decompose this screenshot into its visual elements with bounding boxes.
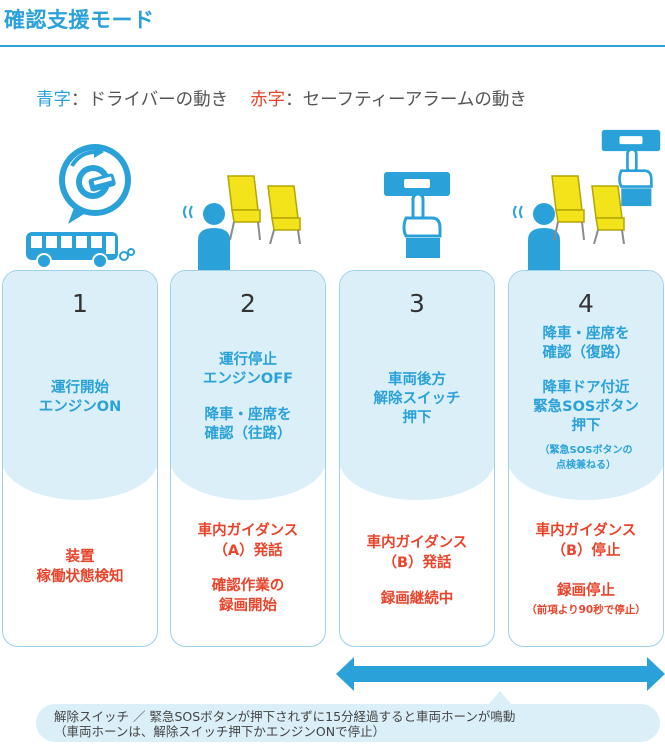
push-switch-icon (601, 129, 661, 207)
driver-action-line: 押下 (402, 410, 432, 426)
step-number: 4 (578, 289, 594, 318)
bus-icon (26, 232, 135, 269)
driver-icon (513, 203, 560, 270)
alarm-action-line: 録画停止 (557, 583, 615, 599)
step-card-4: 4 降車・座席を 確認（復路） 降車ドア付近 緊急SOSボタン 押下 （緊急SO… (508, 270, 664, 647)
engine-key-icon (59, 144, 131, 224)
legend-blue-desc: ：ドライバーの動き (71, 90, 229, 110)
step-card-3: 3 車両後方 解除スイッチ 押下 車内ガイダンス （B）発話 録画継続中 (339, 270, 495, 647)
alarm-action-line: 装置 (65, 549, 95, 565)
double-arrow-icon (336, 657, 665, 691)
driver-action-line: 降車・座席を (204, 407, 292, 423)
alarm-action-line: （B）停止 (551, 543, 621, 559)
alarm-action-line: 確認作業の (211, 578, 285, 594)
footer-note: 解除スイッチ ／ 緊急SOSボタンが押下されずに15分経過すると車両ホーンが鳴動… (36, 691, 660, 742)
driver-section (340, 271, 494, 500)
alarm-action-line: （B）発話 (382, 555, 452, 571)
alarm-action-line: 車内ガイダンス (366, 535, 468, 551)
seats-icon (551, 175, 625, 244)
driver-action-line: 確認（往路） (204, 426, 292, 442)
driver-action-line: 確認（復路） (542, 345, 630, 361)
driver-action-line: 押下 (571, 418, 601, 434)
driver-icon (183, 203, 230, 270)
push-switch-icon (384, 172, 450, 258)
driver-action: 降車・座席を 確認（復路） (509, 325, 663, 363)
driver-note-line: （緊急SOSボタンの (539, 445, 633, 456)
alarm-action: 録画停止 (509, 581, 663, 601)
driver-section (171, 271, 325, 500)
footer-note-text: 解除スイッチ ／ 緊急SOSボタンが押下されずに15分経過すると車両ホーンが鳴動… (54, 709, 515, 739)
driver-action-line: 車両後方 (388, 372, 446, 388)
seats-icon (227, 175, 301, 244)
driver-note-line: 点検兼ねる） (556, 460, 616, 471)
driver-action-line: 降車ドア付近 (542, 380, 630, 396)
driver-action-line: 解除スイッチ (373, 391, 461, 407)
alarm-note: （前項より90秒で停止） (526, 604, 646, 616)
legend-blue-term: 青字 (36, 90, 71, 110)
driver-action: 運行開始 エンジンON (3, 379, 157, 417)
driver-action-line: 運行停止 (219, 352, 277, 368)
driver-action: 車両後方 解除スイッチ 押下 (340, 371, 494, 428)
driver-action-line: 降車・座席を (542, 326, 630, 342)
driver-action: 運行停止 エンジンOFF (171, 351, 325, 389)
alarm-action-line: （A）発話 (213, 543, 283, 559)
driver-action-line: 緊急SOSボタン (533, 399, 639, 415)
legend: 青字：ドライバーの動き 赤字：セーフティーアラームの動き (36, 86, 527, 111)
footer-note-line: 解除スイッチ ／ 緊急SOSボタンが押下されずに15分経過すると車両ホーンが鳴動 (54, 709, 516, 724)
callout-pointer (488, 691, 512, 705)
footer-note-line: （車両ホーンは、解除スイッチ押下かエンジンONで停止） (54, 724, 386, 739)
driver-action: 降車ドア付近 緊急SOSボタン 押下 (509, 379, 663, 436)
driver-action-line: 運行開始 (51, 380, 109, 396)
step-number: 1 (72, 289, 88, 318)
step-card-1: 1 運行開始 エンジンON 装置 稼働状態検知 (2, 270, 158, 647)
alarm-action-line: 録画継続中 (380, 591, 454, 607)
page-title: 確認支援モード (4, 8, 155, 32)
legend-red-term: 赤字 (250, 90, 286, 110)
alarm-action: 装置 稼働状態検知 (3, 547, 157, 587)
driver-section (509, 271, 663, 500)
alarm-action-line: 稼働状態検知 (36, 569, 124, 585)
alarm-action: 車内ガイダンス （B）発話 (340, 533, 494, 573)
alarm-action-line: 車内ガイダンス (197, 523, 299, 539)
step-number: 2 (240, 289, 256, 318)
driver-action-line: エンジンOFF (202, 371, 294, 387)
alarm-action: 確認作業の 録画開始 (171, 576, 325, 616)
alarm-action: 車内ガイダンス （A）発話 (171, 521, 325, 561)
alarm-action: 録画継続中 (340, 589, 494, 609)
alarm-action-line: 録画開始 (219, 598, 277, 614)
legend-red-desc: ：セーフティーアラームの動き (285, 90, 527, 110)
alarm-action: 車内ガイダンス （B）停止 (509, 521, 663, 561)
driver-section (3, 271, 157, 500)
driver-note: （緊急SOSボタンの 点検兼ねる） (509, 443, 663, 473)
driver-action: 降車・座席を 確認（往路） (171, 406, 325, 444)
driver-action-line: エンジンON (38, 399, 122, 415)
step-number: 3 (409, 289, 425, 318)
step-card-2: 2 運行停止 エンジンOFF 降車・座席を 確認（往路） 車内ガイダンス （A）… (170, 270, 326, 647)
alarm-action-line: 車内ガイダンス (535, 523, 637, 539)
title-rule (0, 45, 665, 47)
